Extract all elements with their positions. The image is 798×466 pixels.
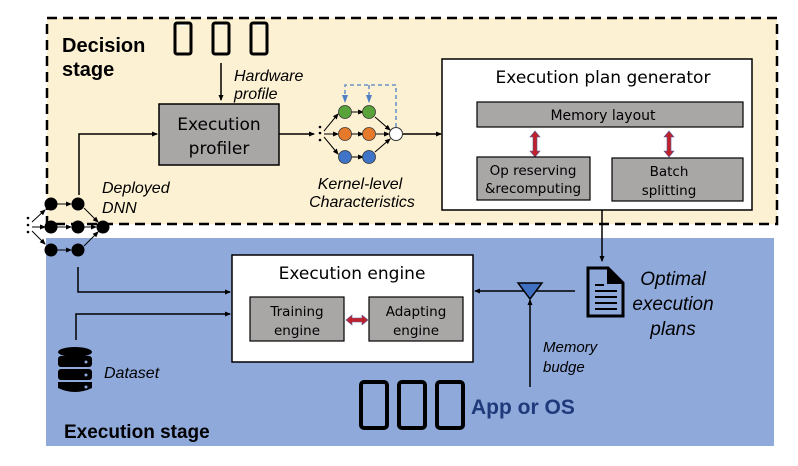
training-engine-box — [249, 296, 345, 342]
dnn-to-profiler-arrow — [78, 131, 158, 195]
deployed-dnn-label-2: DNN — [102, 200, 137, 217]
kernel-node-green — [338, 105, 352, 119]
dnn-node — [44, 220, 58, 234]
training-engine-label-2: engine — [274, 323, 320, 339]
batch-splitting-label-2: splitting — [642, 183, 697, 199]
dnn-to-engine-arrow — [77, 267, 231, 295]
memory-layout-label: Memory layout — [550, 108, 656, 124]
memory-budget-label: Memory — [543, 339, 599, 356]
op-reserving-box — [476, 156, 591, 201]
dnn-node — [44, 243, 58, 257]
adapting-engine-label: Adapting — [386, 304, 447, 320]
training-engine-label: Training — [269, 304, 323, 320]
batch-splitting-box — [611, 157, 744, 202]
smartphone-icon — [173, 21, 193, 56]
op-reserving-label-2: &recomputing — [485, 181, 581, 197]
smartphone-icon — [435, 380, 465, 430]
decision-stage-title: Decision — [62, 35, 145, 57]
execution-engine-title: Execution engine — [279, 264, 426, 284]
smartphone-icon — [211, 21, 231, 56]
deployed-dnn-graph — [26, 197, 110, 257]
batch-splitting-label: Batch — [650, 164, 689, 180]
dnn-node — [71, 220, 85, 234]
deployed-dnn-label: Deployed — [102, 180, 171, 197]
kernel-node-blue — [362, 150, 376, 164]
smartphone-icon — [397, 380, 427, 430]
smartphone-icon — [249, 21, 269, 56]
dnn-node — [71, 197, 85, 211]
op-reserving-label: Op reserving — [490, 163, 577, 179]
document-icon — [586, 266, 625, 318]
optimal-plans-label: Optimal — [640, 269, 706, 290]
kernel-node-green — [362, 105, 376, 119]
optimal-plans-label-2: execution — [632, 294, 713, 315]
kernel-level-label: Kernel-level — [318, 176, 403, 193]
dnn-node — [44, 197, 58, 211]
kernel-level-label-2: Characteristics — [309, 194, 415, 211]
bidirectional-arrow-icon — [345, 314, 369, 326]
dnn-node — [71, 243, 85, 257]
optimal-plans-label-3: plans — [649, 319, 696, 340]
memory-layout-box — [476, 101, 744, 128]
decision-stage-title-2: stage — [62, 59, 114, 81]
kernel-node-orange — [362, 127, 376, 141]
hardware-profile-label: Hardware — [234, 68, 303, 85]
adapting-engine-label-2: engine — [393, 323, 439, 339]
dataset-to-engine-arrow — [75, 311, 231, 340]
kernel-node-orange — [338, 127, 352, 141]
kernel-graph — [318, 84, 403, 164]
adapting-engine-box — [368, 296, 464, 342]
execution-stage-title: Execution stage — [64, 422, 210, 443]
kernel-node-blue — [338, 150, 352, 164]
kernel-node-output — [389, 127, 403, 141]
dnn-node — [96, 220, 110, 234]
memory-budget-label-2: budge — [543, 359, 585, 376]
database-icon — [58, 347, 92, 392]
bidirectional-arrow-icon — [663, 130, 675, 158]
execution-profiler-label: Execution — [177, 115, 260, 135]
merge-triangle-icon — [516, 282, 544, 301]
dataset-label: Dataset — [104, 365, 160, 382]
hardware-profile-label-2: profile — [233, 86, 278, 103]
execution-profiler-label-2: profiler — [189, 139, 250, 159]
smartphone-icon — [359, 380, 389, 430]
app-or-os-label: App or OS — [471, 396, 575, 419]
execution-plan-generator-title: Execution plan generator — [496, 68, 711, 88]
